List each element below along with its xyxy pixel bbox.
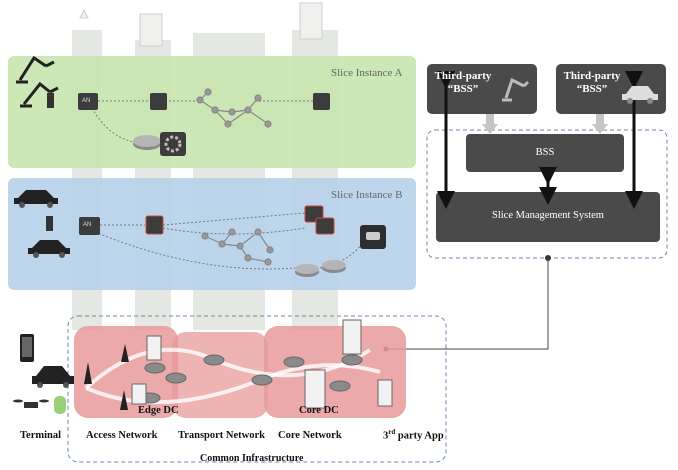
graph-node bbox=[196, 96, 204, 104]
management-panel bbox=[383, 64, 668, 352]
car-icon bbox=[366, 232, 380, 240]
connector-line bbox=[386, 258, 549, 350]
transport-region bbox=[172, 332, 268, 418]
bss-box bbox=[466, 134, 624, 172]
sensor-icon bbox=[54, 396, 66, 414]
device-icon bbox=[46, 216, 53, 231]
building-icon bbox=[139, 13, 163, 47]
third-party-1-line2: “BSS” bbox=[447, 83, 479, 95]
node-b-2 bbox=[145, 215, 164, 235]
building-icon bbox=[342, 319, 362, 355]
router-icon bbox=[329, 380, 351, 392]
graph-node bbox=[244, 254, 252, 262]
bss-label: BSS bbox=[535, 147, 555, 158]
common-infrastructure-label: Common Infrastructure bbox=[200, 453, 304, 464]
common-infrastructure-frame bbox=[67, 315, 447, 463]
graph-node bbox=[254, 228, 262, 236]
building-icon bbox=[299, 2, 323, 40]
device-icon bbox=[47, 93, 54, 108]
antenna-icon bbox=[79, 8, 89, 19]
third-party-1-line1: Third-party bbox=[434, 70, 492, 82]
third-party-app-label: 3rd party App bbox=[383, 428, 444, 442]
router-icon bbox=[295, 264, 319, 274]
robot-arm-icon bbox=[502, 77, 530, 102]
core-dc-label: Core DC bbox=[299, 405, 339, 416]
graph-node bbox=[218, 240, 226, 248]
router-icon bbox=[203, 354, 225, 366]
graph-node bbox=[264, 120, 272, 128]
top-buildings bbox=[79, 2, 323, 47]
graph-node bbox=[244, 106, 252, 114]
access-node-b bbox=[79, 217, 100, 235]
access-node-a bbox=[78, 93, 98, 110]
transport-network-label: Transport Network bbox=[178, 430, 266, 441]
router-icon bbox=[251, 374, 273, 386]
an-label-b: AN bbox=[83, 222, 92, 228]
car-icon bbox=[32, 366, 74, 384]
car-icon bbox=[622, 86, 658, 104]
sms-box bbox=[436, 192, 660, 242]
building-icon bbox=[304, 369, 326, 409]
antenna-icon bbox=[84, 362, 92, 384]
slice-a-graph bbox=[16, 55, 330, 156]
graph-node bbox=[236, 242, 244, 250]
terminal-label: Terminal bbox=[20, 430, 62, 441]
edge-dc-label: Edge DC bbox=[138, 405, 179, 416]
router-icon bbox=[144, 362, 166, 374]
building-icon bbox=[131, 383, 147, 405]
third-party-2-line1: Third-party bbox=[563, 70, 621, 82]
core-network-label: Core Network bbox=[278, 430, 342, 441]
third-party-app-sup: rd bbox=[388, 428, 396, 436]
car-icon bbox=[28, 240, 70, 258]
antenna-icon bbox=[121, 344, 129, 362]
slice-b-graph bbox=[14, 190, 386, 277]
router-icon bbox=[165, 372, 187, 384]
building-icon bbox=[146, 335, 162, 361]
building-icon bbox=[377, 379, 393, 407]
drone-icon bbox=[13, 399, 49, 408]
graph-node bbox=[224, 120, 232, 128]
router-icon bbox=[133, 135, 161, 147]
node-a-2 bbox=[150, 93, 167, 110]
graph-node bbox=[204, 88, 212, 96]
antenna-icon bbox=[120, 390, 128, 410]
car-icon bbox=[14, 190, 58, 208]
slice-a-panel bbox=[8, 56, 416, 168]
slice-b-title: Slice Instance B bbox=[331, 189, 403, 201]
third-party-2-line2: “BSS” bbox=[576, 83, 608, 95]
third-party-2-title: Third-party “BSS” bbox=[556, 70, 628, 96]
server-gear-node bbox=[160, 132, 186, 156]
graph-node bbox=[266, 246, 274, 254]
terminal-icons bbox=[13, 334, 74, 414]
router-icon bbox=[283, 356, 305, 368]
gear-icon bbox=[164, 135, 182, 153]
arrow-gray-2 bbox=[592, 114, 608, 134]
third-party-app-prefix: 3 bbox=[383, 430, 389, 442]
robot-arm-icon bbox=[16, 55, 59, 108]
an-label-a: AN bbox=[82, 98, 91, 104]
graph-node bbox=[201, 232, 209, 240]
infrastructure-icons bbox=[84, 319, 393, 410]
arrow-gray-1 bbox=[482, 114, 498, 134]
graph-node bbox=[228, 108, 236, 116]
graph-node bbox=[228, 228, 236, 236]
third-party-app-suffix: party App bbox=[395, 430, 444, 442]
router-icon bbox=[341, 354, 363, 366]
slice-a-title: Slice Instance A bbox=[331, 67, 403, 79]
graph-node bbox=[211, 106, 219, 114]
access-network-label: Access Network bbox=[86, 430, 158, 441]
router-icon bbox=[322, 260, 346, 270]
graph-node bbox=[254, 94, 262, 102]
core-region bbox=[264, 326, 406, 418]
graph-node bbox=[264, 258, 272, 266]
node-b-4 bbox=[315, 217, 335, 235]
third-party-1-title: Third-party “BSS” bbox=[427, 70, 499, 96]
node-a-3 bbox=[313, 93, 330, 110]
sms-label: Slice Management System bbox=[492, 210, 604, 221]
